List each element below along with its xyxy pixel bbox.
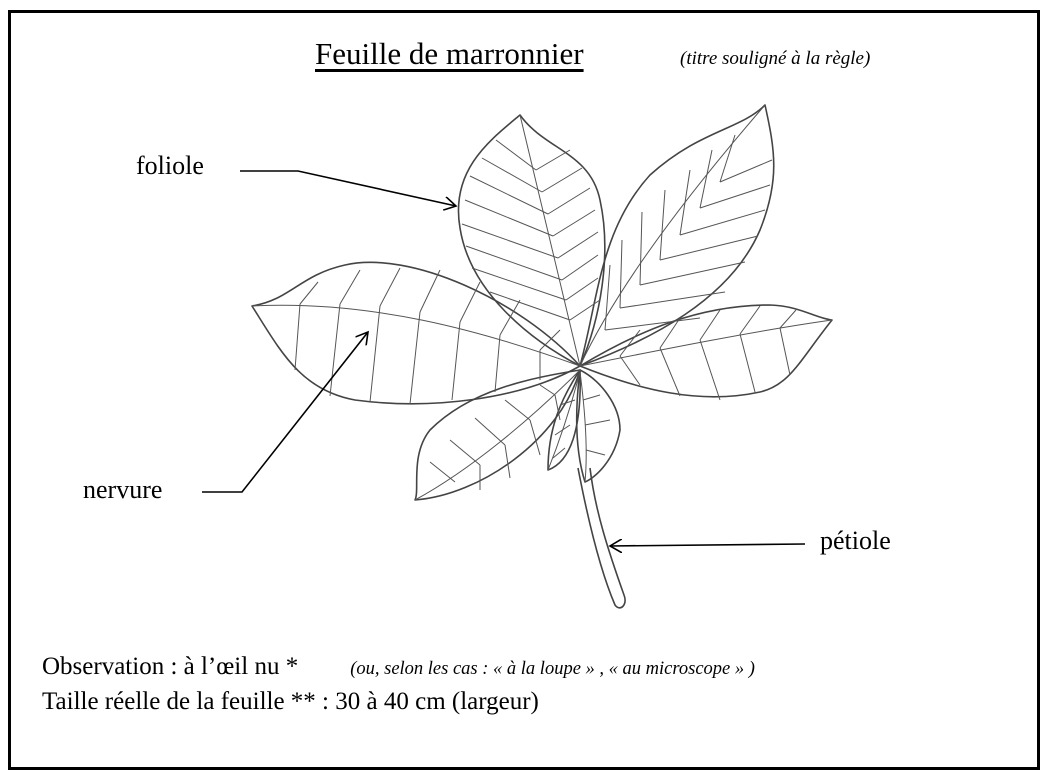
page-title: Feuille de marronnier bbox=[315, 36, 584, 71]
petiole bbox=[577, 467, 626, 609]
foliole-arrow bbox=[240, 170, 456, 206]
observation-text: Observation : à l’œil nu * bbox=[42, 653, 299, 680]
observation-line: Observation : à l’œil nu * (ou, selon le… bbox=[42, 653, 755, 681]
annotation-arrows bbox=[202, 170, 806, 546]
leaflet-lower-left bbox=[414, 369, 581, 501]
label-foliole: foliole bbox=[136, 151, 204, 180]
title-note: (titre souligné à la règle) bbox=[680, 48, 871, 69]
leaflet-upper-left bbox=[457, 114, 606, 367]
nervure-arrow bbox=[202, 332, 368, 493]
size-line: Taille réelle de la feuille ** : 30 à 40… bbox=[42, 688, 539, 715]
label-nervure: nervure bbox=[83, 475, 163, 504]
petiole-arrow bbox=[610, 544, 806, 546]
leaflet-lower-right bbox=[575, 369, 621, 483]
leaflet-left bbox=[251, 261, 581, 405]
label-petiole: pétiole bbox=[820, 526, 891, 555]
leaf-veins bbox=[251, 104, 833, 501]
chestnut-leaf-drawing bbox=[202, 104, 833, 609]
observation-note: (ou, selon les cas : « à la loupe » , « … bbox=[350, 659, 755, 679]
